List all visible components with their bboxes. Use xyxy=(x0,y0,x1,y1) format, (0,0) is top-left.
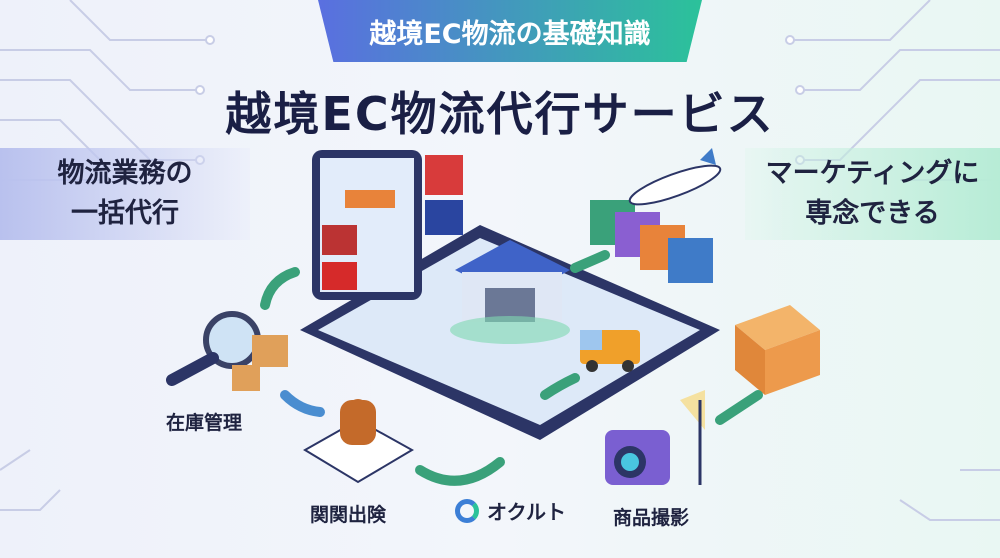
logo: オクルト xyxy=(455,496,566,525)
airplane-icon xyxy=(628,148,722,206)
label-customs: 関関出険 xyxy=(310,504,387,526)
camera-icon xyxy=(605,390,705,485)
shipping-containers-icon xyxy=(590,200,713,283)
inventory-search-icon xyxy=(166,311,288,391)
right-panel-line2: 専念できる xyxy=(805,198,940,229)
return-box-icon xyxy=(735,305,820,395)
category-badge: 越境EC物流の基礎知識 xyxy=(318,0,702,62)
left-panel: 物流業務の 一括代行 xyxy=(0,148,250,240)
badge-text: 越境EC物流の基礎知識 xyxy=(369,18,651,50)
right-panel-line1: マーケティングに xyxy=(765,158,980,189)
left-panel-line2: 一括代行 xyxy=(71,198,179,229)
right-panel: マーケティングに 専念できる xyxy=(745,148,1000,240)
delivery-truck-icon xyxy=(580,330,640,372)
warehouse-icon xyxy=(450,240,570,344)
stamp-icon xyxy=(303,399,415,484)
logo-icon xyxy=(455,498,479,523)
flow-arrows xyxy=(260,250,763,486)
label-photo: 商品撮影 xyxy=(613,507,690,529)
left-panel-line1: 物流業務の xyxy=(57,158,193,189)
page-title: 越境EC物流代行サービス xyxy=(225,87,775,141)
storefront-phone-icon xyxy=(312,150,463,300)
label-inventory: 在庫管理 xyxy=(166,412,243,434)
logo-text: オクルト xyxy=(487,500,566,524)
